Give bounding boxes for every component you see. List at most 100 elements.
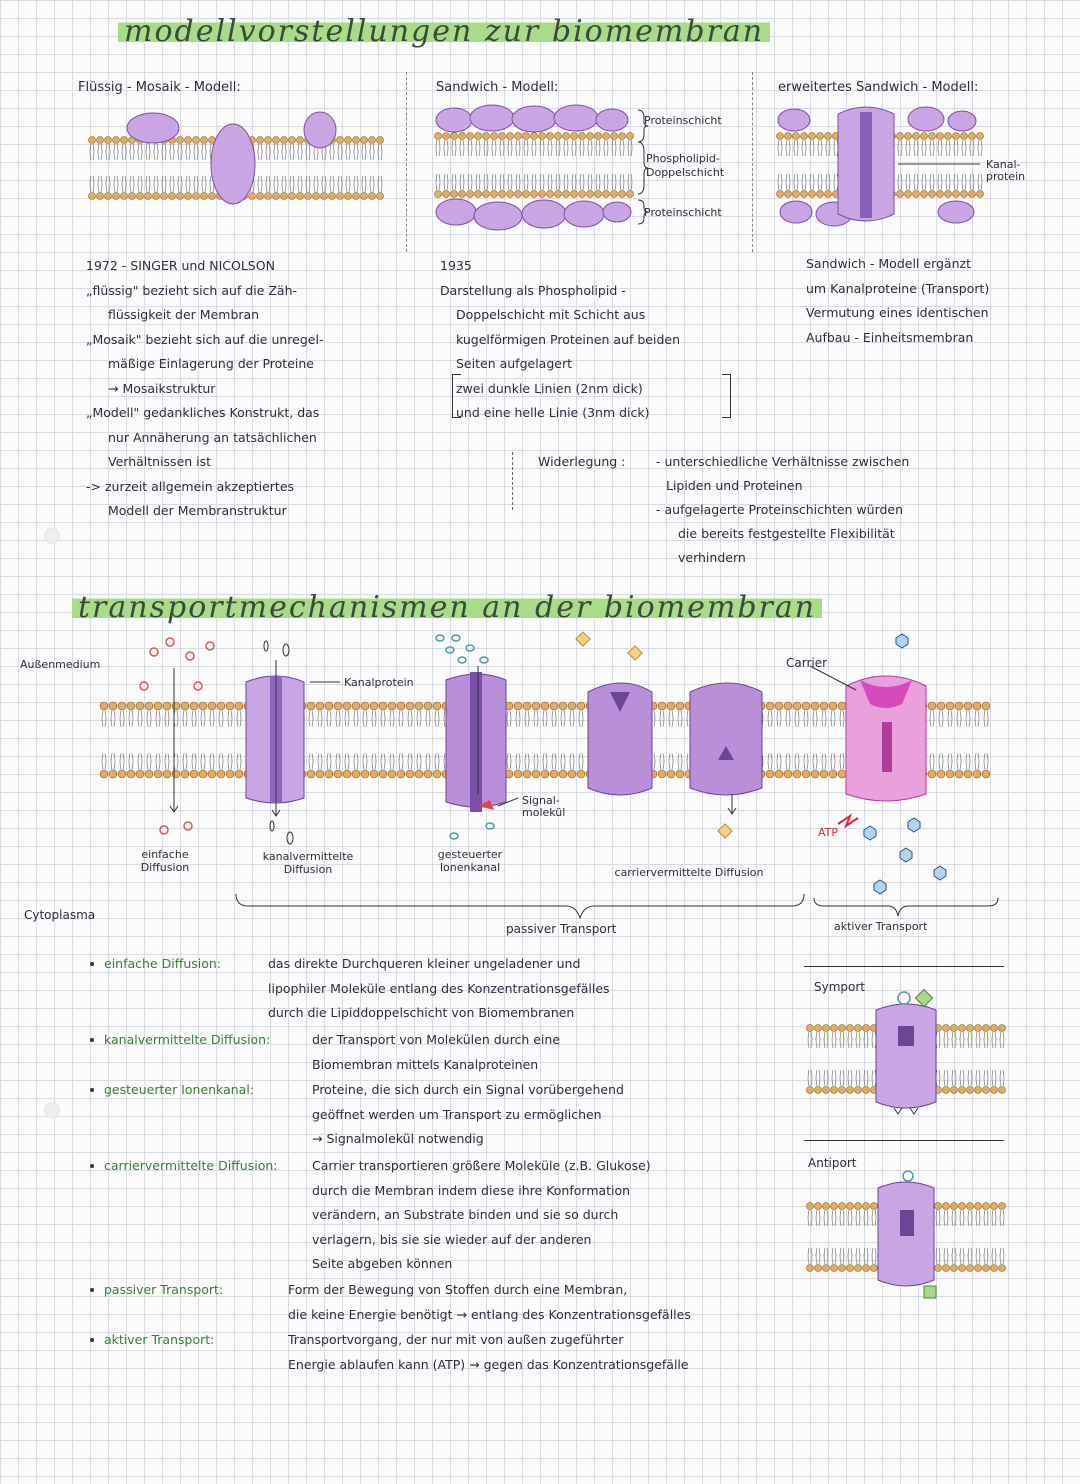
definition-line: → Signalmolekül notwendig — [312, 1131, 484, 1146]
sandwich-label-phospholipid: Phospholipid- — [646, 152, 720, 165]
bullet — [90, 1338, 94, 1342]
definition-line: lipophiler Moleküle entlang des Konzentr… — [268, 980, 610, 996]
label-line: Diffusion — [140, 861, 190, 874]
note-line: „Modell" gedankliches Konstrukt, das — [86, 405, 320, 420]
bracket — [722, 374, 731, 418]
extended-sandwich-title: erweitertes Sandwich - Modell: — [778, 80, 979, 95]
label-line: einfache — [141, 848, 189, 861]
sandwich-label-protein-bottom: Proteinschicht — [644, 206, 722, 219]
extended-sandwich-notes: Sandwich - Modell ergänzt um Kanalprotei… — [786, 252, 989, 350]
bullet — [90, 1164, 94, 1168]
note-line: Vermutung eines identischen — [806, 305, 989, 320]
definition-term: kanalvermittelte Diffusion: — [104, 1032, 271, 1047]
carrier-diffusion-label: carriervermittelte Diffusion — [614, 866, 764, 879]
antiport-diagram — [806, 1170, 1006, 1299]
punch-hole — [44, 528, 60, 544]
label-line: Ionenkanal — [439, 861, 501, 874]
definition-line: das direkte Durchqueren kleiner ungelade… — [268, 956, 581, 971]
note-line: → Mosaikstruktur — [108, 380, 216, 396]
note-line: die bereits festgestellte Flexibilität — [678, 526, 895, 541]
divider — [804, 1140, 1004, 1141]
note-line: - aufgelagerte Proteinschichten würden — [656, 502, 904, 517]
definition-line: der Transport von Molekülen durch eine — [312, 1032, 561, 1047]
note-line: Sandwich - Modell ergänzt — [806, 256, 971, 271]
note-line: Aufbau - Einheitsmembran — [806, 329, 974, 345]
definition-line: Seite abgeben können — [312, 1256, 453, 1271]
symport-diagram — [806, 988, 1006, 1115]
note-line: Lipiden und Proteinen — [666, 478, 803, 493]
fluid-mosaic-notes: 1972 - SINGER und NICOLSON „flüssig" bez… — [86, 254, 323, 524]
definition-line: Carrier transportieren größere Moleküle … — [312, 1158, 651, 1173]
divider — [752, 72, 753, 252]
extended-label-channel-1: Kanal- — [986, 158, 1021, 171]
note-line: 1972 - SINGER und NICOLSON — [86, 258, 275, 273]
note-line: Doppelschicht mit Schicht aus — [456, 307, 646, 322]
note-line: Modell der Membranstruktur — [108, 503, 287, 518]
refutation-label: Widerlegung : — [538, 454, 626, 469]
definition-line: Transportvorgang, der nur mit von außen … — [288, 1332, 624, 1347]
note-line: flüssigkeit der Membran — [108, 307, 260, 322]
page-title-models: modellvorstellungen zur biomembran — [118, 14, 771, 49]
carrier-label: Carrier — [786, 656, 828, 670]
note-line: kugelförmigen Proteinen auf beiden — [456, 331, 681, 347]
definition-line: verlagern, bis sie sie wieder auf der an… — [312, 1231, 592, 1247]
active-transport-label: aktiver Transport — [834, 920, 928, 933]
transport-brackets — [235, 893, 999, 920]
extended-sandwich-diagram — [776, 106, 984, 227]
definition-line: Proteine, die sich durch ein Signal vorü… — [312, 1082, 624, 1097]
bullet — [90, 1038, 94, 1042]
divider — [512, 452, 513, 510]
cytoplasm-label: Cytoplasma — [24, 908, 96, 922]
transport-diagram — [99, 631, 991, 895]
definition-term: gesteuerter Ionenkanal: — [104, 1082, 254, 1097]
note-line: -> zurzeit allgemein akzeptiertes — [86, 478, 295, 494]
definition-line: verändern, an Substrate binden und sie s… — [312, 1207, 619, 1222]
simple-diffusion-label: einfache Diffusion — [130, 848, 200, 874]
note-line: mäßige Einlagerung der Proteine — [108, 356, 314, 371]
note-line: nur Annäherung an tatsächlichen — [108, 429, 317, 445]
channel-protein-label: Kanalprotein — [344, 676, 414, 689]
atp-label: ATP — [818, 826, 839, 839]
definition-line: Biomembran mittels Kanalproteinen — [312, 1056, 539, 1072]
note-line: um Kanalproteine (Transport) — [806, 280, 990, 296]
bracket — [452, 374, 461, 418]
divider — [804, 966, 1004, 967]
sandwich-label-bilayer: Doppelschicht — [646, 166, 725, 179]
note-line: „flüssig" bezieht sich auf die Zäh- — [86, 282, 298, 298]
divider — [406, 72, 407, 252]
definition-line: durch die Membran indem diese ihre Konfo… — [312, 1182, 631, 1198]
definition-line: durch die Lipiddoppelschicht von Biomemb… — [268, 1005, 575, 1020]
antiport-label: Antiport — [808, 1156, 857, 1170]
label-line: kanalvermittelte — [262, 850, 354, 863]
gated-channel-label: gesteuerter Ionenkanal — [420, 848, 520, 874]
note-line: Darstellung als Phospholipid - — [440, 282, 626, 298]
note-line: Seiten aufgelagert — [456, 356, 572, 371]
sandwich-notes: 1935 Darstellung als Phospholipid - Dopp… — [440, 254, 680, 426]
signal-molecule-label-2: molekül — [522, 806, 566, 819]
definition-term: einfache Diffusion: — [104, 956, 222, 971]
definition-term: carriervermittelte Diffusion: — [104, 1158, 278, 1173]
note-line: „Mosaik" bezieht sich auf die unregel- — [86, 331, 324, 347]
outside-medium-label: Außenmedium — [20, 658, 101, 671]
passive-transport-label: passiver Transport — [506, 922, 617, 936]
note-line: 1935 — [440, 258, 472, 273]
label-line: gesteuerter — [437, 848, 503, 861]
punch-hole — [44, 1102, 60, 1118]
note-line: Verhältnissen ist — [108, 454, 212, 469]
sandwich-title: Sandwich - Modell: — [436, 80, 559, 95]
label-line: Diffusion — [283, 863, 333, 876]
sandwich-label-protein-top: Proteinschicht — [644, 114, 722, 127]
symport-label: Symport — [814, 980, 866, 994]
bullet — [90, 1288, 94, 1292]
refutation-notes: - unterschiedliche Verhältnisse zwischen… — [656, 450, 909, 570]
fluid-mosaic-title: Flüssig - Mosaik - Modell: — [78, 80, 241, 95]
signal-molecule-label-1: Signal- — [522, 794, 560, 807]
definition-line: geöffnet werden um Transport zu ermöglic… — [312, 1106, 602, 1122]
note-line: verhindern — [678, 550, 746, 565]
bullet — [90, 962, 94, 966]
fluid-mosaic-diagram — [88, 111, 384, 205]
sandwich-diagram — [434, 104, 649, 231]
page-title-transport: transportmechanismen an der biomembran — [72, 590, 823, 625]
note-line: und eine helle Linie (3nm dick) — [456, 405, 650, 420]
note-line: zwei dunkle Linien (2nm dick) — [456, 380, 643, 396]
